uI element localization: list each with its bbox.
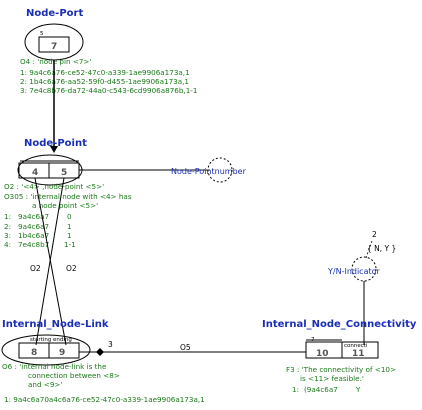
node-point-row-1-n: 1: — [4, 212, 11, 221]
node-point-row-1-a: 9a4c6a7 — [18, 212, 49, 221]
node-port-role-box[interactable] — [38, 36, 70, 53]
internal-node-link-fact-line1: O6 : 'internal node-link is the — [2, 362, 107, 371]
node-port-row-1: 1: 9a4c6a76-ce52-47c0-a339-1ae9906a173a,… — [20, 68, 190, 77]
o5-diamond — [96, 348, 104, 356]
node-pointnumber-ellipse[interactable] — [207, 157, 233, 183]
node-point-cell-5: 5 — [61, 168, 67, 178]
internal-node-connectivity-cell-10: 10 — [316, 349, 329, 359]
node-point-row-3-a: 1b4c6a7 — [18, 231, 49, 240]
internal-node-link-fact-line3: and <9>' — [28, 380, 62, 389]
node-point-ellipse[interactable] — [17, 154, 83, 186]
internal-node-link-cell-9: 9 — [59, 348, 65, 358]
node-point-row-1-b: 0 — [67, 212, 72, 221]
link-connector-right — [35, 177, 65, 346]
node-port-cell-top: 5 — [40, 31, 44, 37]
node-point-fact-1: O2 : '<4> ,node-point <5>' — [4, 182, 104, 191]
connector-label-three: 3 — [108, 340, 113, 349]
node-point-row-2-b: 1 — [67, 222, 72, 231]
link-label-left: O2 — [30, 264, 41, 273]
yn-indicator-label: Y/N-Indicator — [327, 267, 381, 276]
yn-indicator-ellipse[interactable] — [351, 256, 377, 282]
internal-node-link-header-1: starting — [30, 337, 51, 343]
yn-constraint-link — [365, 240, 373, 259]
internal-node-link-header-2: ending — [53, 337, 72, 343]
internal-node-link-ellipse[interactable] — [1, 334, 91, 366]
node-point-row-2-a: 9a4c6a7 — [18, 222, 49, 231]
node-port-title: Node-Port — [26, 8, 83, 19]
node-point-row-4-a: 7e4c8b7 — [18, 240, 49, 249]
node-point-fact-2-line2: a node point <5>' — [32, 201, 98, 210]
internal-node-link-row-1: 1: 9a4c6a70a4c6a76-ce52-47c0-a339-1ae990… — [4, 395, 205, 404]
link-label-right: O2 — [66, 264, 77, 273]
node-port-cell: 7 — [51, 42, 57, 52]
node-port-row-3: 3: 7e4c8b76-da72-44a0-c543-6cd9906a876b,… — [20, 86, 197, 95]
node-point-row-2-n: 2: — [4, 222, 11, 231]
node-point-row-3-b: 1 — [67, 231, 72, 240]
internal-node-connectivity-marker: 7 — [311, 337, 315, 343]
node-point-row-4-n: 4: — [4, 240, 11, 249]
internal-node-connectivity-row-b: Y — [355, 385, 361, 394]
yn-constraint-number: 2 — [372, 230, 377, 239]
internal-node-connectivity-cell-11: 11 — [352, 349, 365, 359]
internal-node-connectivity-header-2: connecti — [344, 343, 368, 349]
internal-node-connectivity-fact-line1: F3 : 'The connectivity of <10> — [286, 365, 396, 374]
node-port-fact: O4 : 'node pin <7>' — [20, 57, 91, 66]
node-point-cell-4: 4 — [32, 168, 38, 178]
port-to-point-arrow — [50, 146, 58, 153]
node-port-row-2: 2: 1b4c6a76-aa52-59f0-d455-1ae9906a173a,… — [20, 77, 189, 86]
internal-node-connectivity-row-a: (9a4c6a7 — [304, 385, 338, 394]
node-point-rows: 1: 9a4c6a7 0 2: 9a4c6a7 1 3: 1b4c6a7 1 4… — [4, 212, 76, 249]
node-pointnumber-label: Node-Pointnumber — [171, 167, 247, 176]
internal-node-connectivity-fact-line2: is <11> feasible.' — [300, 374, 364, 383]
internal-node-link-cell-8: 8 — [31, 348, 37, 358]
yn-constraint-values: { N, Y } — [367, 244, 396, 253]
internal-node-connectivity-row-n: 1: — [292, 385, 299, 394]
node-point-row-3-n: 3: — [4, 231, 11, 240]
node-point-fact-2-line1: O305 : 'internal node with <4> has — [4, 192, 132, 201]
node-point-row-4-b: 1-1 — [64, 240, 76, 249]
node-point-title: Node-Point — [24, 138, 87, 149]
internal-node-link-title: Internal_Node-Link — [2, 319, 109, 330]
internal-node-link-fact-line2: connection between <8> — [28, 371, 120, 380]
internal-node-connectivity-title: Internal_Node_Connectivity — [262, 319, 417, 330]
o5-label: O5 — [180, 343, 191, 352]
